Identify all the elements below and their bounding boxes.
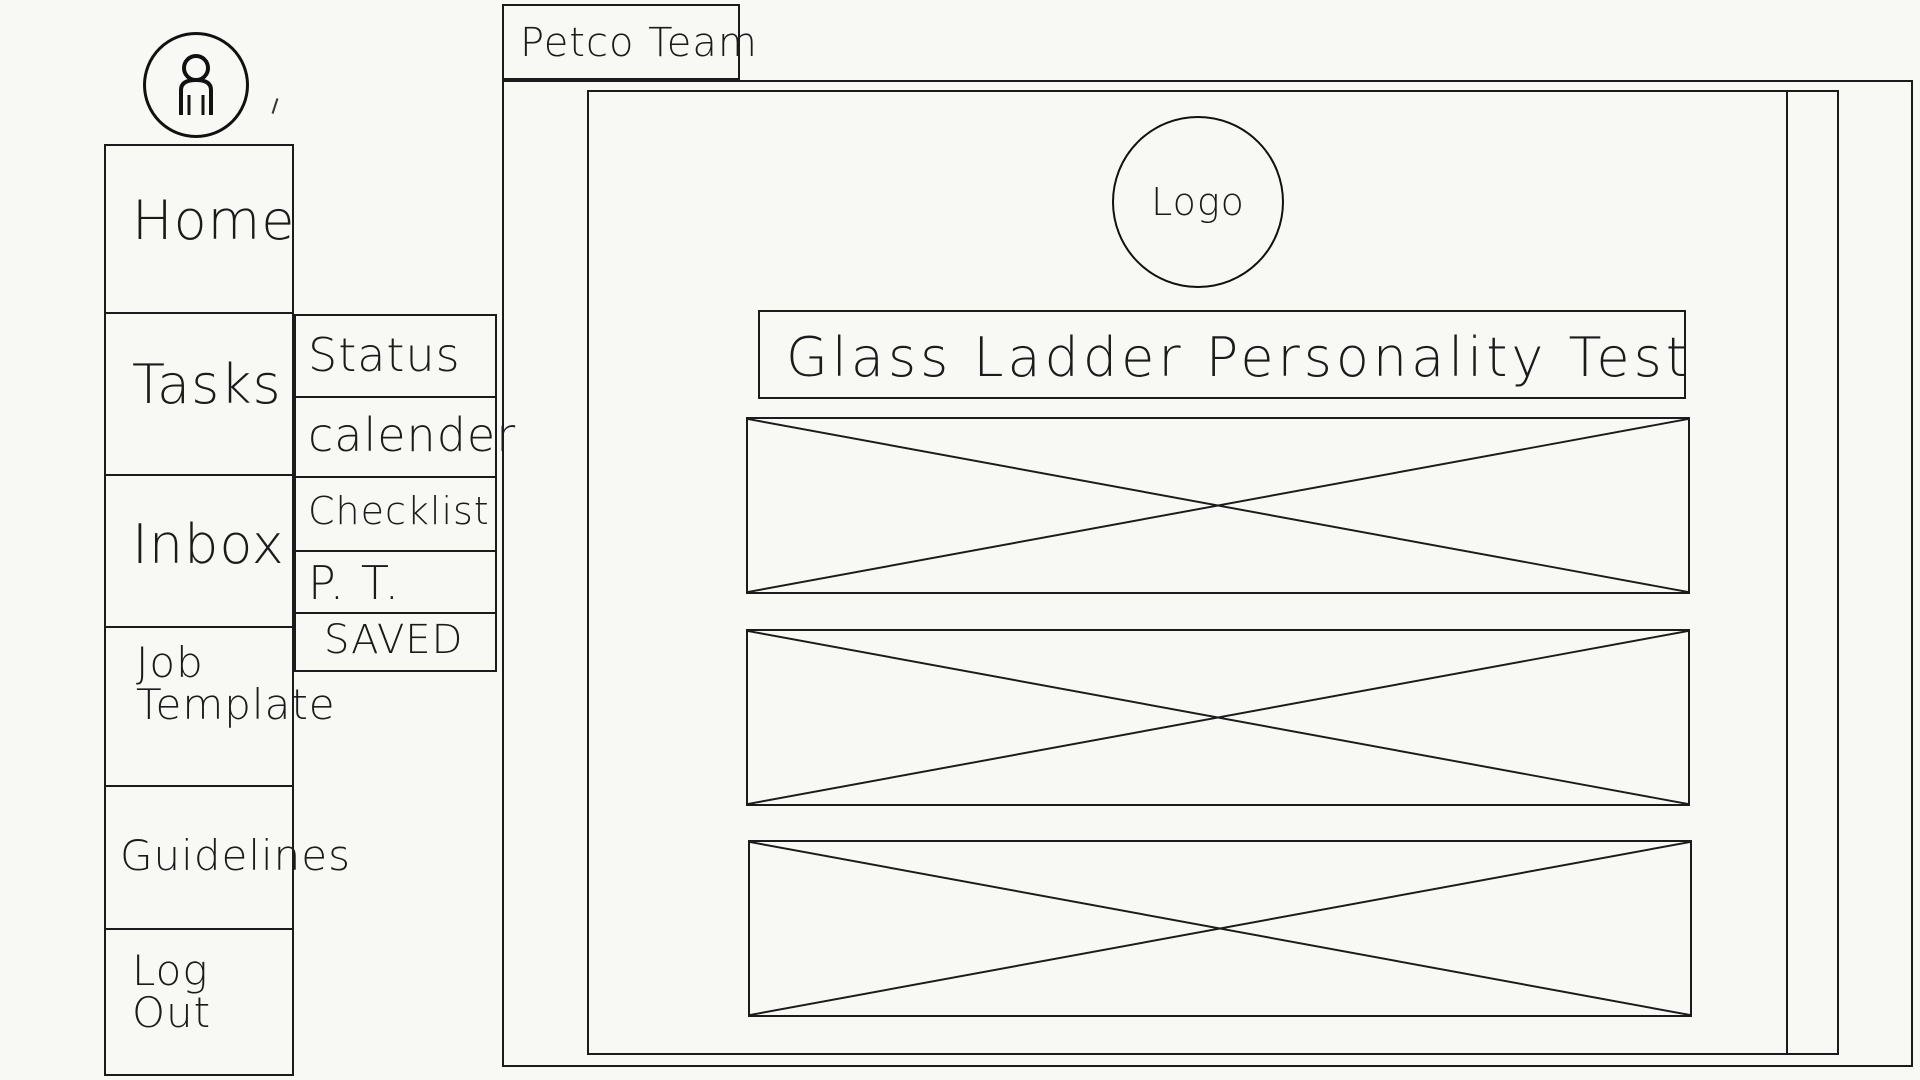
sidebar: Home Tasks Inbox Job Template Guidelines… [104, 144, 350, 1076]
sidebar-item-job-template[interactable]: Job Template [106, 628, 336, 787]
submenu-item-calender[interactable]: calender [296, 398, 515, 478]
tab-petco-team[interactable]: Petco Team [502, 4, 757, 80]
sidebar-item-tasks[interactable]: Tasks [106, 314, 292, 476]
sidebar-item-home[interactable]: Home [106, 146, 296, 314]
image-placeholder-3 [748, 840, 1692, 1017]
submenu-item-label: Status [308, 328, 461, 382]
content-window [502, 80, 1913, 1067]
page-title: Glass Ladder Personality Test [758, 310, 1687, 399]
sidebar-item-label: Guidelines [120, 831, 352, 880]
user-avatar-icon[interactable] [143, 32, 249, 138]
image-placeholder-icon [750, 842, 1690, 1015]
sidebar-item-label: Log Out [132, 946, 212, 1037]
submenu-item-saved[interactable]: SAVED [296, 614, 495, 670]
image-placeholder-icon [748, 419, 1688, 592]
submenu-item-label: P. T. [308, 556, 401, 610]
tab-label: Petco Team [520, 20, 758, 66]
page-title-text: Glass Ladder Personality Test [786, 326, 1691, 389]
sidebar-item-label: Job Template [136, 638, 336, 729]
sidebar-item-guidelines[interactable]: Guidelines [106, 787, 350, 930]
vertical-scrollbar[interactable] [1786, 92, 1788, 1053]
sidebar-item-label: Tasks [132, 353, 282, 416]
stray-mark [271, 98, 279, 114]
submenu-item-label: Checklist [308, 489, 490, 533]
content-page [587, 90, 1839, 1055]
user-icon [179, 54, 213, 115]
submenu-item-label: SAVED [324, 617, 464, 663]
image-placeholder-1 [746, 417, 1690, 594]
submenu-item-checklist[interactable]: Checklist [296, 478, 495, 552]
submenu-item-status[interactable]: Status [296, 316, 495, 398]
sidebar-item-log-out[interactable]: Log Out [106, 930, 292, 1074]
submenu-item-pt[interactable]: P. T. [296, 552, 495, 614]
sidebar-item-label: Inbox [132, 513, 285, 576]
sidebar-item-inbox[interactable]: Inbox [106, 476, 292, 628]
submenu-item-label: calender [308, 408, 517, 462]
image-placeholder-icon [748, 631, 1688, 804]
sidebar-item-label: Home [132, 189, 296, 252]
logo: Logo [1112, 116, 1284, 288]
logo-label: Logo [1151, 180, 1245, 224]
tasks-submenu: Status calender Checklist P. T. SAVED [294, 314, 515, 672]
image-placeholder-2 [746, 629, 1690, 806]
